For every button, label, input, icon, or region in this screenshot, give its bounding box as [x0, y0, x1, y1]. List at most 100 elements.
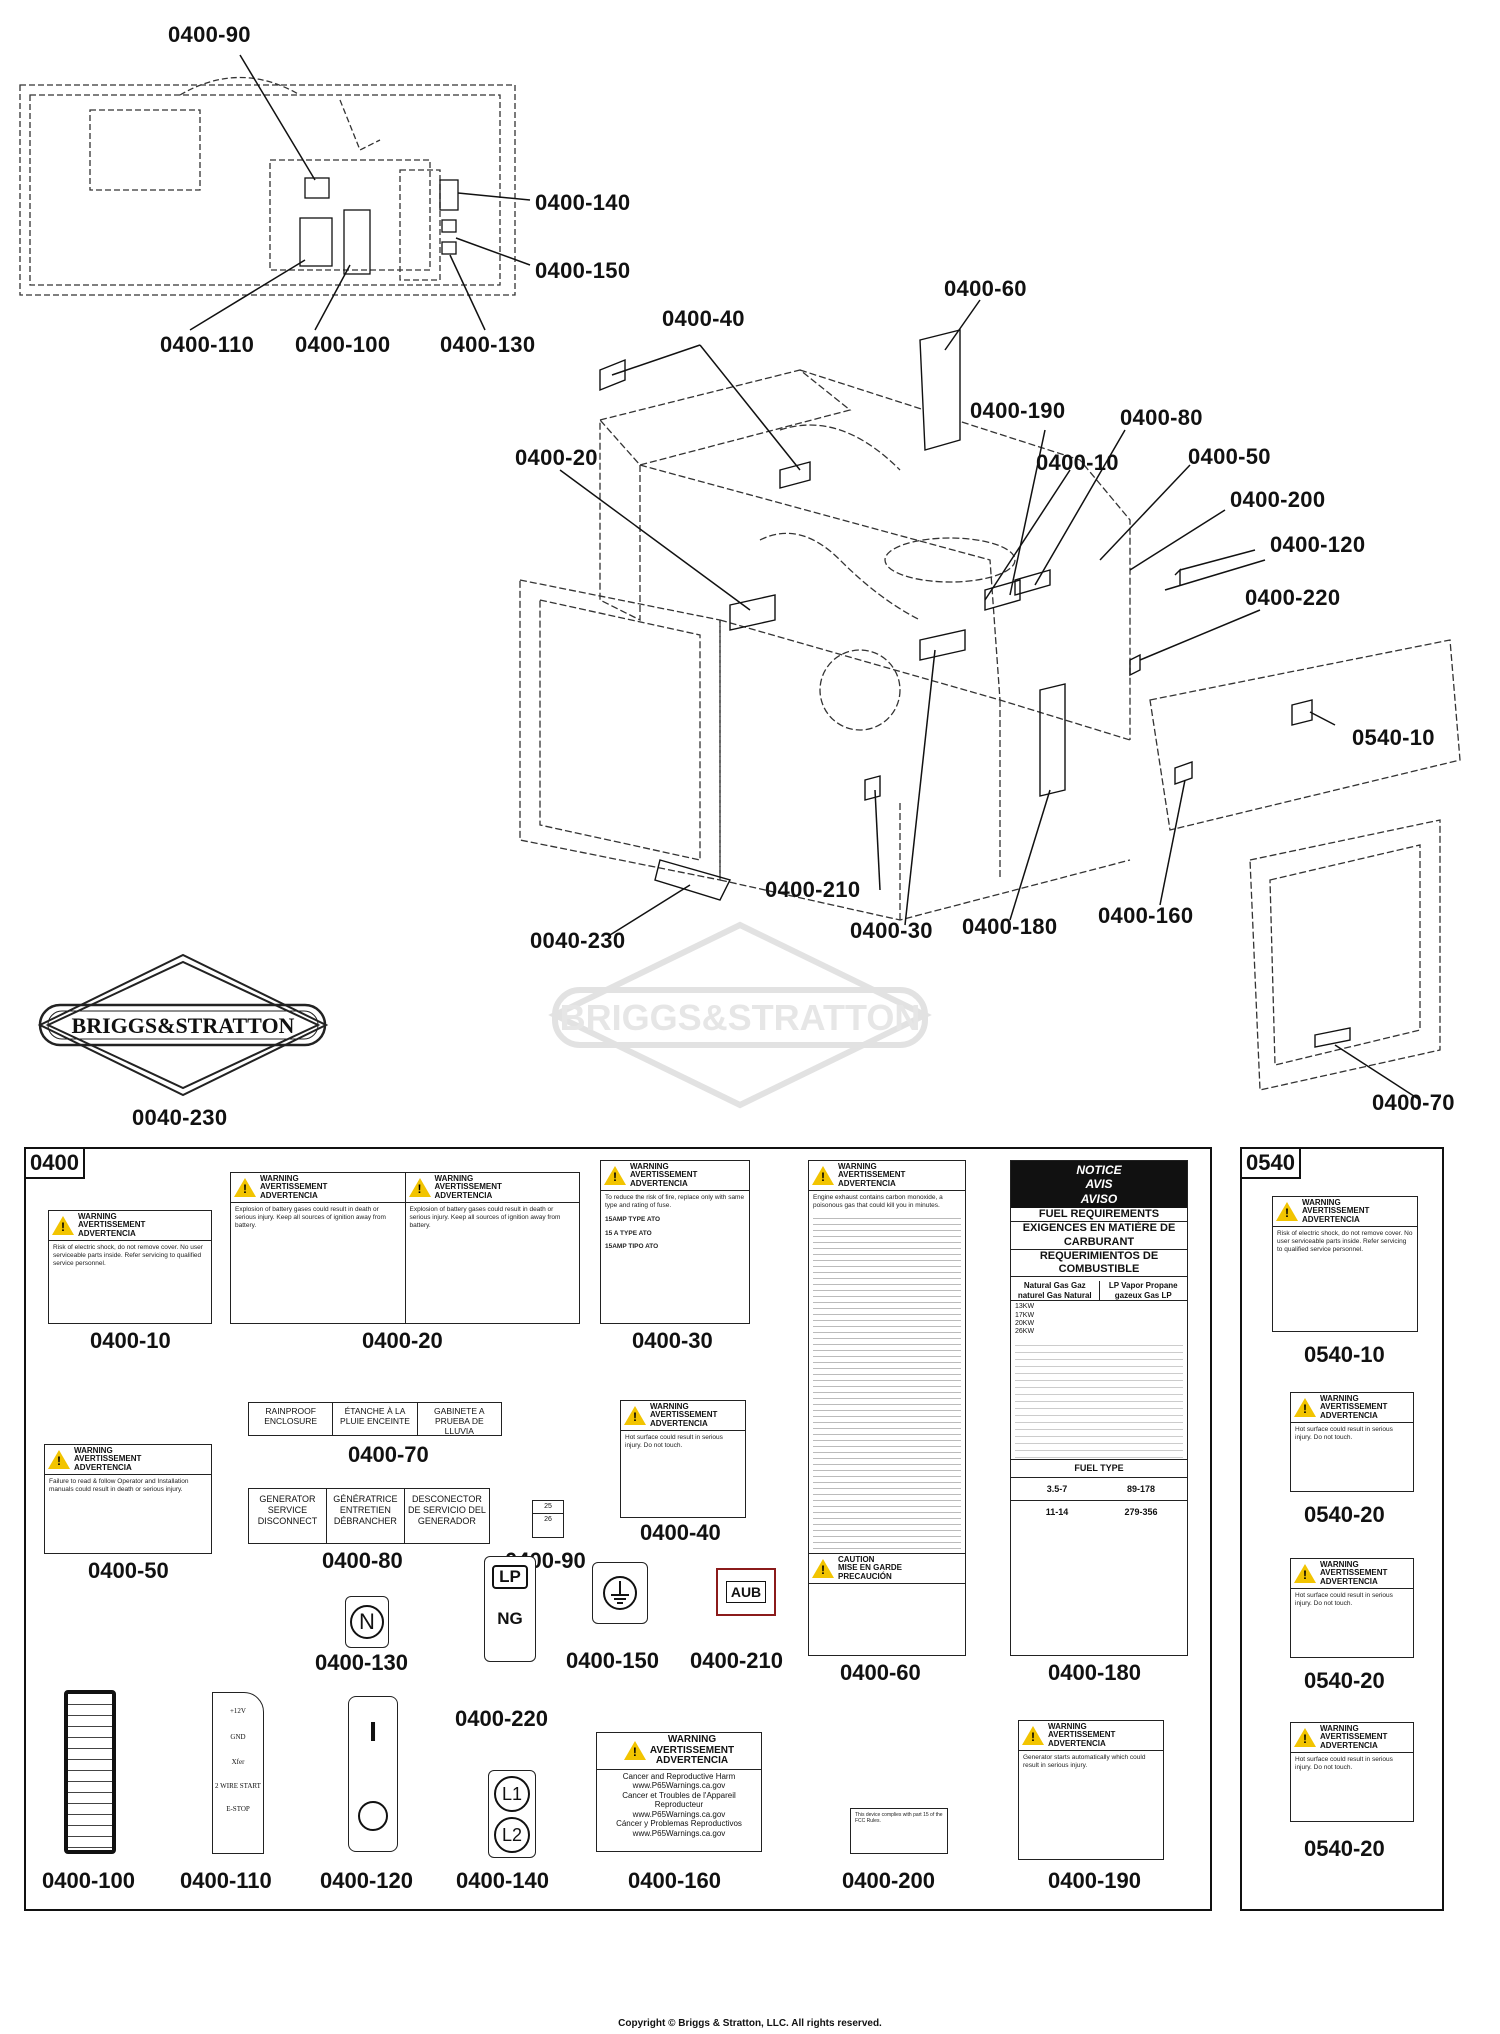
exploded-view-drawing: BRIGGS&STRATTON BRIGGS&STRATTON	[19, 54, 1461, 1109]
callout-0400-90: 0400-90	[168, 22, 251, 47]
callout-0540-10: 0540-10	[1352, 725, 1435, 750]
warning-triangle-icon	[234, 1178, 256, 1198]
caption-0400-40: 0400-40	[640, 1520, 721, 1545]
caption-0400-20: 0400-20	[362, 1328, 443, 1353]
decal-0400-10: WARNING AVERTISSEMENT ADVERTENCIA Risk o…	[48, 1210, 212, 1324]
warning-triangle-icon	[1294, 1728, 1316, 1748]
decal-0400-200: This device complies with part 15 of the…	[850, 1808, 948, 1854]
caption-0400-220: 0400-220	[455, 1706, 548, 1731]
decal-0400-40: WARNING AVERTISSEMENT ADVERTENCIA Hot su…	[620, 1400, 746, 1518]
caption-0540-10: 0540-10	[1304, 1342, 1385, 1367]
decal-spot-0400-90	[304, 177, 330, 199]
caption-0400-110: 0400-110	[180, 1868, 272, 1893]
decal-fine-print	[1015, 1338, 1183, 1459]
decal-0400-100	[64, 1690, 116, 1854]
warning-triangle-icon	[812, 1166, 834, 1186]
callout-0400-150: 0400-150	[535, 258, 631, 283]
callout-0400-20: 0400-20	[515, 445, 598, 470]
callout-0400-140: 0400-140	[535, 190, 631, 215]
front-door-drawing	[1149, 639, 1461, 1091]
decal-0540-20-a: WARNING AVERTISSEMENT ADVERTENCIA Hot su…	[1290, 1392, 1414, 1492]
caption-0400-70: 0400-70	[348, 1442, 429, 1467]
decal-0400-120: I	[348, 1696, 398, 1852]
warning-triangle-icon	[52, 1216, 74, 1236]
callout-0400-160: 0400-160	[1098, 903, 1194, 928]
caption-0400-80: 0400-80	[322, 1548, 403, 1573]
callout-0040-230: 0040-230	[530, 928, 626, 953]
callout-0400-120: 0400-120	[1270, 532, 1366, 557]
callout-0400-200: 0400-200	[1230, 487, 1326, 512]
callout-0400-130: 0400-130	[440, 332, 536, 357]
callout-0400-110: 0400-110	[160, 332, 255, 357]
decal-0540-20-c: WARNING AVERTISSEMENT ADVERTENCIA Hot su…	[1290, 1722, 1414, 1822]
caption-0400-140: 0400-140	[456, 1868, 549, 1893]
warning-triangle-icon	[1294, 1398, 1316, 1418]
ground-symbol-icon	[603, 1576, 637, 1610]
caption-0540-20-c: 0540-20	[1304, 1836, 1385, 1861]
generator-enclosure-drawing	[519, 369, 1131, 921]
terminal-strip-label	[68, 1694, 112, 1850]
callout-0400-180: 0400-180	[962, 914, 1058, 939]
caption-0400-120: 0400-120	[320, 1868, 413, 1893]
warning-triangle-icon	[624, 1406, 646, 1426]
decal-0400-140: L1 L2	[488, 1770, 536, 1858]
callout-0400-220: 0400-220	[1245, 585, 1341, 610]
decal-0400-30: WARNING AVERTISSEMENT ADVERTENCIA To red…	[600, 1160, 750, 1324]
callout-0400-80: 0400-80	[1120, 405, 1203, 430]
warning-triangle-icon	[48, 1450, 70, 1470]
warning-triangle-icon	[604, 1166, 626, 1186]
caption-0540-20-a: 0540-20	[1304, 1502, 1385, 1527]
warning-triangle-icon	[623, 1741, 646, 1761]
decal-0400-130: N	[345, 1596, 389, 1648]
callout-0400-100: 0400-100	[295, 332, 391, 357]
warning-triangle-icon	[1276, 1202, 1298, 1222]
caption-0400-130: 0400-130	[315, 1650, 408, 1675]
watermark-diamond	[548, 921, 932, 1109]
decal-0540-10: WARNING AVERTISSEMENT ADVERTENCIA Risk o…	[1272, 1196, 1418, 1332]
panel-tag-0540: 0540	[1240, 1147, 1301, 1179]
logo-text: BRIGGS&STRATTON	[72, 1013, 295, 1038]
decal-0400-50: WARNING AVERTISSEMENT ADVERTENCIA Failur…	[44, 1444, 212, 1554]
decal-0400-80: GENERATOR SERVICE DISCONNECT GÉNÉRATRICE…	[248, 1488, 490, 1544]
decal-0540-20-b: WARNING AVERTISSEMENT ADVERTENCIA Hot su…	[1290, 1558, 1414, 1658]
caption-0400-60: 0400-60	[840, 1660, 921, 1685]
callout-0040-230-logo: 0040-230	[132, 1105, 228, 1130]
callout-0400-210: 0400-210	[765, 877, 861, 902]
decal-0400-70: RAINPROOF ENCLOSURE ÉTANCHE À LA PLUIE E…	[248, 1402, 502, 1436]
decal-0400-150	[592, 1562, 648, 1624]
decal-0400-20: WARNING AVERTISSEMENT ADVERTENCIA Explos…	[230, 1172, 580, 1324]
decal-0400-180: NOTICE AVIS AVISO FUEL REQUIREMENTS EXIG…	[1010, 1160, 1188, 1656]
control-panel-drawing	[19, 76, 516, 296]
callout-0400-50: 0400-50	[1188, 444, 1271, 469]
caption-0400-50: 0400-50	[88, 1558, 169, 1583]
decal-0400-190: WARNING AVERTISSEMENT ADVERTENCIA Genera…	[1018, 1720, 1164, 1860]
caption-0540-20-b: 0540-20	[1304, 1668, 1385, 1693]
warning-triangle-icon	[408, 1178, 431, 1198]
caption-0400-100: 0400-100	[42, 1868, 135, 1893]
panel-0540	[1240, 1147, 1444, 1911]
decal-0400-90: 25 26	[532, 1500, 564, 1538]
size-rows: 13KW 17KW 20KW 26KW	[1015, 1303, 1035, 1336]
decal-0400-110: +12V GND Xfer 2 WIRE START E-STOP	[212, 1692, 264, 1854]
warning-triangle-icon	[1022, 1726, 1044, 1746]
decal-0400-160: WARNING AVERTISSEMENT ADVERTENCIA Cancer…	[596, 1732, 762, 1852]
caption-0400-150: 0400-150	[566, 1648, 659, 1673]
caption-0400-30: 0400-30	[632, 1328, 713, 1353]
callout-0400-190: 0400-190	[970, 398, 1066, 423]
caption-0400-190: 0400-190	[1048, 1868, 1141, 1893]
caption-0400-160: 0400-160	[628, 1868, 721, 1893]
callout-0400-10: 0400-10	[1036, 450, 1119, 475]
decal-0400-60: WARNING AVERTISSEMENT ADVERTENCIA Engine…	[808, 1160, 966, 1656]
callout-0400-70: 0400-70	[1372, 1090, 1455, 1115]
watermark-text: BRIGGS&STRATTON	[560, 997, 921, 1038]
copyright-notice: Copyright © Briggs & Stratton, LLC. All …	[618, 2018, 882, 2029]
callout-0400-30: 0400-30	[850, 918, 933, 943]
off-circle-icon	[358, 1800, 388, 1831]
panel-tag-0400: 0400	[24, 1147, 85, 1179]
decal-spot-0400-100	[343, 209, 371, 275]
caption-0400-210: 0400-210	[690, 1648, 783, 1673]
decal-0400-210: AUB	[716, 1568, 776, 1616]
panel-0400	[24, 1147, 1212, 1911]
caption-0400-180: 0400-180	[1048, 1660, 1141, 1685]
decal-spot-0400-110	[299, 217, 333, 267]
